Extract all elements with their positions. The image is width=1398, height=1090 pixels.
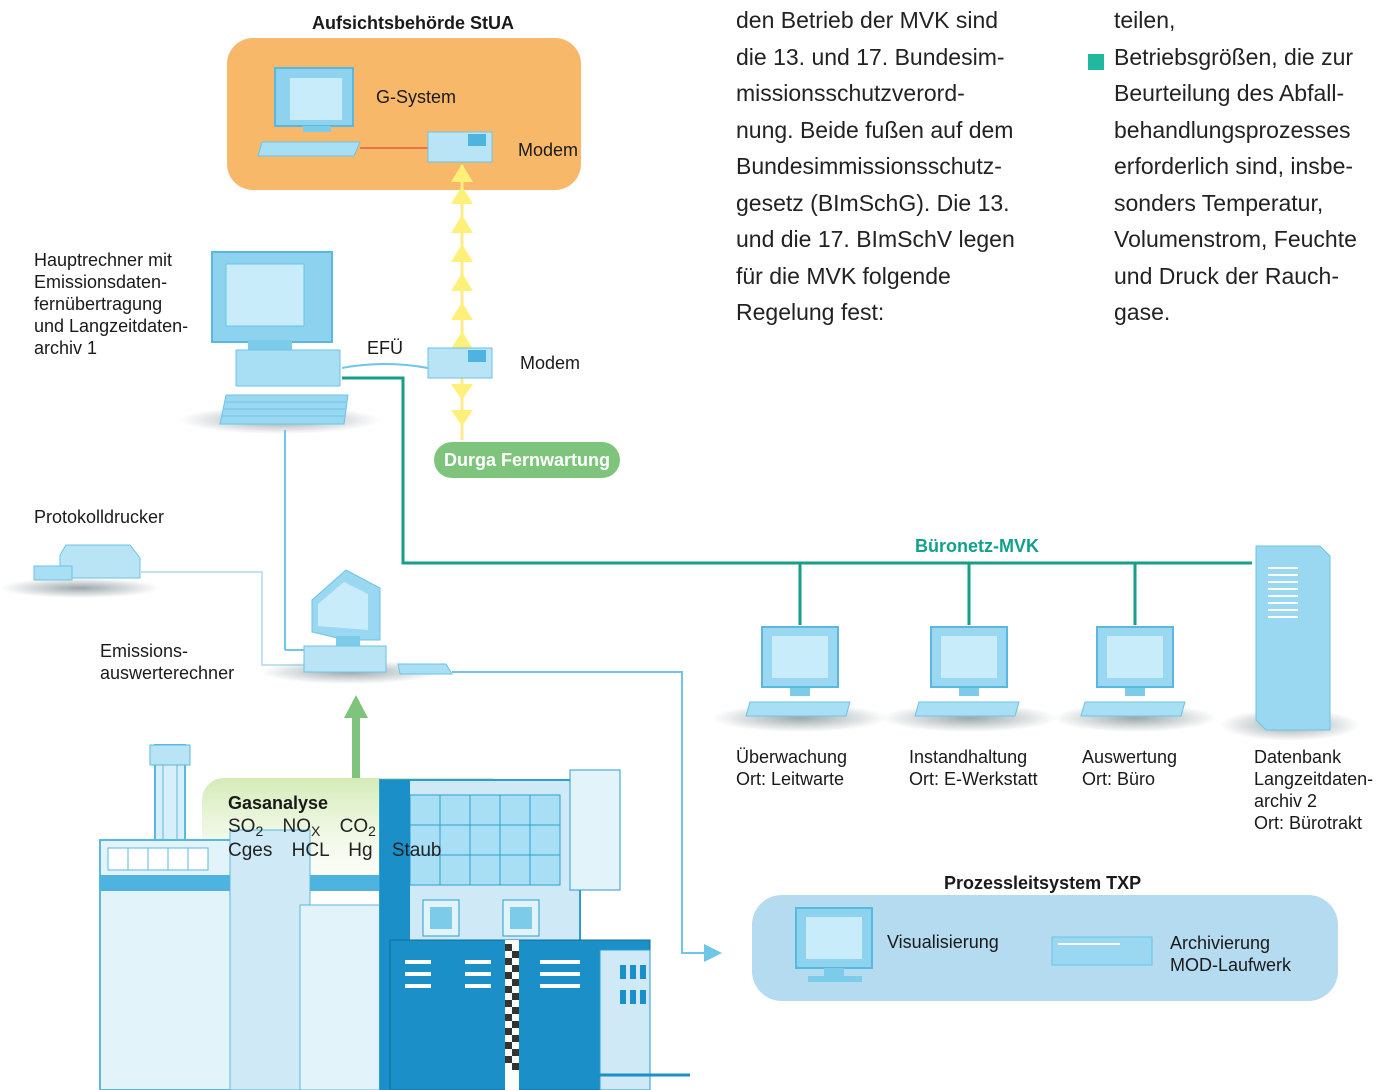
workstation-maintenance-label: Instandhaltung Ort: E-Werkstatt [909,747,1038,789]
g-system-monitor [257,67,361,157]
plant-illustration [99,744,690,1090]
gas-co2: CO2 [339,816,376,839]
top-modem-label: Modem [518,140,579,160]
evaluation-computer-label: Emissions- auswerterechner [100,641,235,683]
middle-modem-label: Modem [520,353,581,373]
main-computer [180,251,380,434]
workstation-maintenance [881,626,1057,732]
gas-row-1: SO2 NOX CO2 [228,816,376,842]
gas-nox: NOX [282,816,321,839]
top-modem [427,131,493,163]
archive-label: Archivierung MOD-Laufwerk [1170,933,1292,975]
gas-dust: Staub [391,840,442,861]
gas-hg: Hg [348,840,373,861]
evaluation-computer [260,569,453,684]
yellow-arrow-chain [451,164,473,426]
body-text-column-1: den Betrieb der MVK sind die 13. und 17.… [736,7,1015,325]
database-label: Datenbank Langzeitdaten- archiv 2 Ort: B… [1254,747,1374,833]
gas-so2: SO2 [228,816,264,839]
workstation-evaluation-label: Auswertung Ort: Büro [1082,747,1178,789]
remote-maintenance-pill: Durga Fernwartung [434,442,620,478]
body-text-column-2: teilen, Betriebsgrößen, die zur Beurteil… [1114,7,1357,325]
workstation-evaluation [1053,626,1217,732]
visualization-label: Visualisierung [887,932,999,952]
g-system-label: G-System [376,87,457,107]
gas-analysis-title: Gasanalyse [228,793,329,813]
printer-label: Protokolldrucker [34,507,165,527]
green-arrow-head [344,695,368,718]
process-control-title: Prozessleitsystem TXP [944,873,1142,893]
middle-modem [427,347,493,379]
mod-drive [1051,936,1153,966]
gas-hcl: HCL [291,840,329,861]
workstation-surveillance-label: Überwachung Ort: Leitwarte [736,747,848,789]
efu-label: EFÜ [367,338,403,358]
process-control-box [752,895,1338,1001]
main-computer-label: Hauptrechner mit Emissionsdaten- fernübe… [34,250,189,358]
authority-title: Aufsichtsbehörde StUA [312,13,515,33]
green-arrow-shaft [352,716,360,780]
gas-cges: Cges [228,840,273,861]
visualization-monitor [795,907,873,982]
printer [0,544,160,598]
gas-row-2: Cges HCL Hg Staub [228,840,441,862]
bullet-marker [1088,54,1104,70]
office-network-title: Büronetz-MVK [915,536,1039,556]
database-server [1220,545,1360,741]
workstation-surveillance [712,626,888,732]
